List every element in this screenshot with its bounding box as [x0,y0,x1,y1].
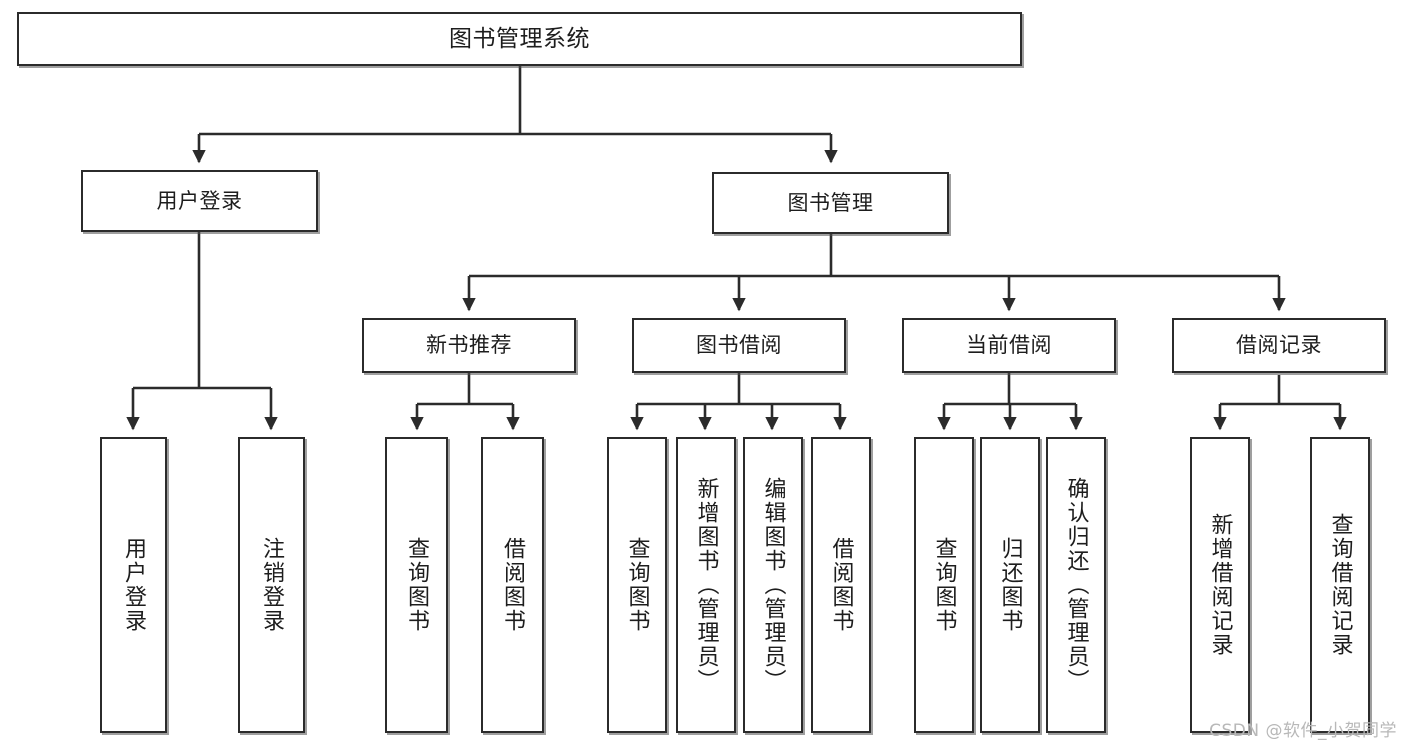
node-book-borrow[interactable]: 图书借阅 [632,318,846,373]
node-leaf-query-record-label: 查询借阅记录 [1327,513,1353,657]
node-leaf-add-record-label: 新增借阅记录 [1207,513,1233,657]
node-book-manage-label: 图书管理 [787,190,874,215]
node-leaf-user-login-label: 用户登录 [121,537,147,633]
node-root-label: 图书管理系统 [449,25,590,52]
node-leaf-user-login[interactable]: 用户登录 [100,437,167,733]
node-current-borrow[interactable]: 当前借阅 [902,318,1116,373]
node-book-manage[interactable]: 图书管理 [712,172,949,234]
node-new-book-rec[interactable]: 新书推荐 [362,318,576,373]
node-leaf-borrow-book-2[interactable]: 借阅图书 [811,437,871,733]
node-user-login-label: 用户登录 [156,188,243,213]
node-leaf-query-book-3-label: 查询图书 [931,537,957,633]
node-leaf-return-book[interactable]: 归还图书 [980,437,1040,733]
node-root[interactable]: 图书管理系统 [17,12,1022,66]
node-leaf-borrow-book-1[interactable]: 借阅图书 [481,437,544,733]
node-current-borrow-label: 当前借阅 [966,333,1052,358]
node-leaf-add-book-label: 新增图书（管理员） [693,477,719,693]
node-leaf-return-book-label: 归还图书 [997,537,1023,633]
node-leaf-confirm-return[interactable]: 确认归还（管理员） [1046,437,1106,733]
node-book-borrow-label: 图书借阅 [696,333,782,358]
node-leaf-logout[interactable]: 注销登录 [238,437,305,733]
node-leaf-borrow-book-2-label: 借阅图书 [828,537,854,633]
node-leaf-edit-book-label: 编辑图书（管理员） [760,477,786,693]
node-leaf-borrow-book-1-label: 借阅图书 [500,537,526,633]
node-leaf-edit-book[interactable]: 编辑图书（管理员） [743,437,803,733]
node-borrow-record-label: 借阅记录 [1236,333,1322,358]
node-user-login[interactable]: 用户登录 [81,170,318,232]
node-leaf-query-book-2-label: 查询图书 [624,537,650,633]
node-leaf-logout-label: 注销登录 [259,537,285,633]
node-leaf-query-book-2[interactable]: 查询图书 [607,437,667,733]
node-leaf-query-book-1[interactable]: 查询图书 [385,437,448,733]
node-leaf-query-record[interactable]: 查询借阅记录 [1310,437,1370,733]
node-borrow-record[interactable]: 借阅记录 [1172,318,1386,373]
node-leaf-query-book-3[interactable]: 查询图书 [914,437,974,733]
node-leaf-confirm-return-label: 确认归还（管理员） [1063,477,1089,693]
node-leaf-add-record[interactable]: 新增借阅记录 [1190,437,1250,733]
node-leaf-query-book-1-label: 查询图书 [404,537,430,633]
node-new-book-rec-label: 新书推荐 [426,333,512,358]
node-leaf-add-book[interactable]: 新增图书（管理员） [676,437,736,733]
